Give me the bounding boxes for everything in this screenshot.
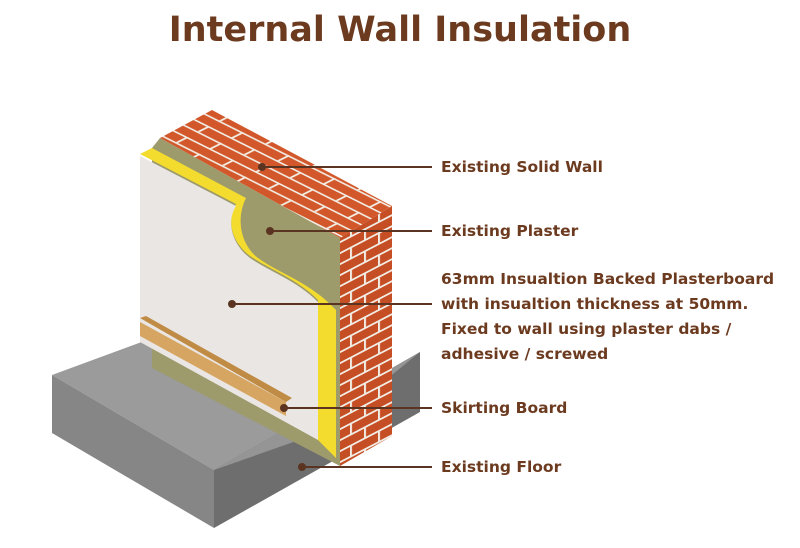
skirting-face xyxy=(140,322,286,416)
diagram-title: Internal Wall Insulation xyxy=(168,10,632,50)
label-skirting-board: Skirting Board xyxy=(441,399,568,417)
label-existing-floor: Existing Floor xyxy=(441,458,562,476)
label-plasterboard-line-1: 63mm Insualtion Backed Plasterboard xyxy=(441,270,775,288)
brick-wall-top xyxy=(160,110,392,238)
floor-top-face xyxy=(52,336,322,470)
label-plasterboard-line-3: Fixed to wall using plaster dabs / xyxy=(441,320,732,338)
floor-front-face xyxy=(52,375,214,528)
leader-lines xyxy=(228,163,432,471)
skirting-top xyxy=(140,316,292,402)
skirting-board xyxy=(140,316,292,416)
plasterboard-layer xyxy=(140,156,318,440)
insulation-layer xyxy=(140,148,336,458)
label-plasterboard-line-2: with insualtion thickness at 50mm. xyxy=(441,295,749,313)
label-existing-plaster: Existing Plaster xyxy=(441,222,579,240)
label-plasterboard-line-4: adhesive / screwed xyxy=(441,345,609,363)
label-existing-solid-wall: Existing Solid Wall xyxy=(441,158,603,176)
brick-wall-edge xyxy=(340,206,392,466)
